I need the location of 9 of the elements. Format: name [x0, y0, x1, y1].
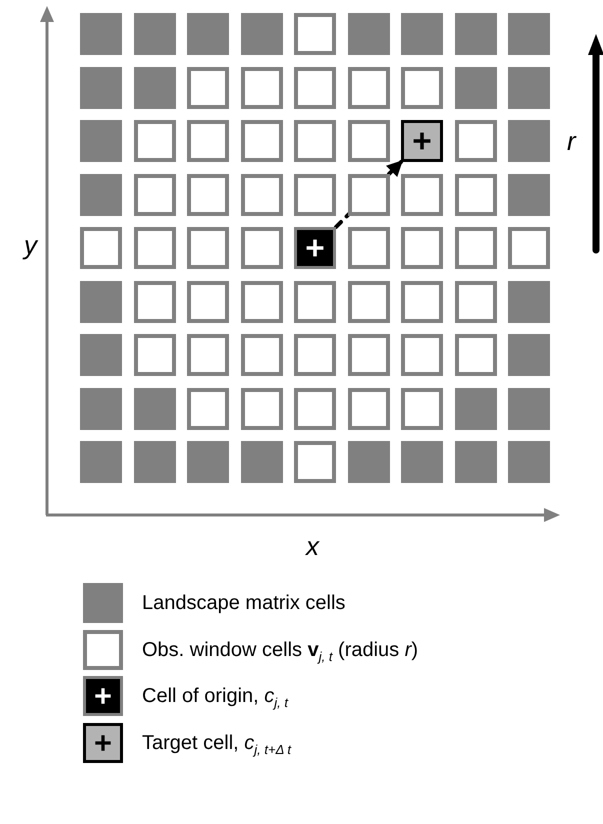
legend-text: Target cell, c$_{j, t+Δ t}$: [142, 730, 292, 759]
axis-label: y: [24, 232, 37, 258]
legend-text: Landscape matrix cells: [142, 591, 346, 615]
target-cell: [401, 120, 443, 162]
axis-label: x: [306, 533, 319, 559]
origin-cell: [294, 227, 336, 269]
radius-label: r: [567, 128, 576, 154]
legend-text: Obs. window cells v$_{j, t}$ (radius r): [142, 638, 418, 666]
legend-text: Cell of origin, c$_{j, t}$: [142, 684, 288, 712]
